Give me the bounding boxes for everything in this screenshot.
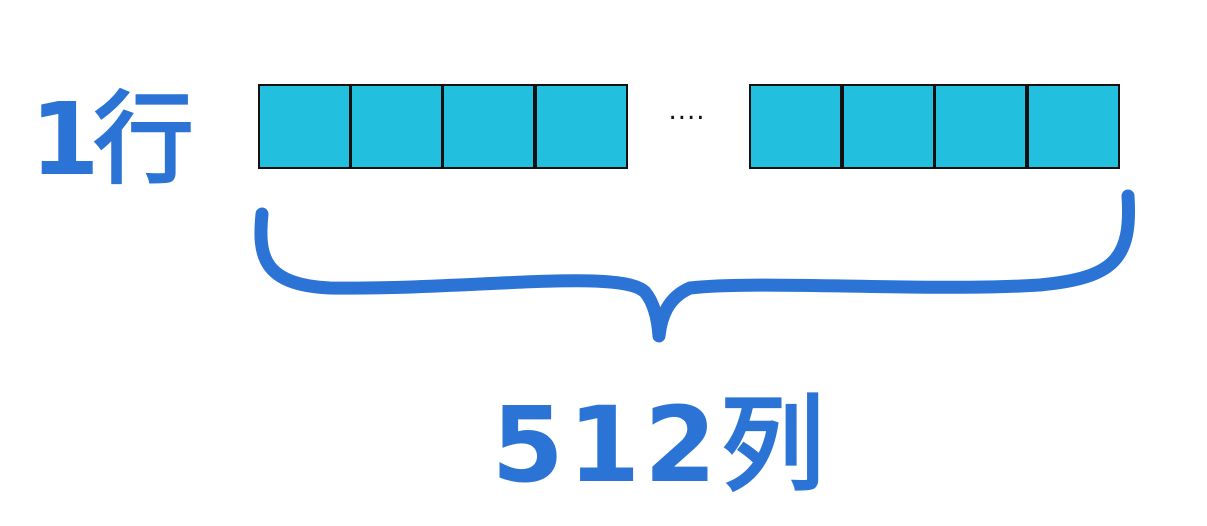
ellipsis: .... (668, 96, 706, 126)
array-cell (258, 84, 351, 169)
array-cell (535, 84, 628, 169)
array-cell (350, 84, 443, 169)
array-cell (442, 84, 535, 169)
array-cell (749, 84, 842, 169)
row-count-label: 1行 (30, 81, 194, 198)
array-cell (842, 84, 935, 169)
array-cell (1027, 84, 1120, 169)
column-count-label: 512列 (491, 384, 829, 506)
array-cell (934, 84, 1027, 169)
brace-stroke (254, 189, 1136, 343)
